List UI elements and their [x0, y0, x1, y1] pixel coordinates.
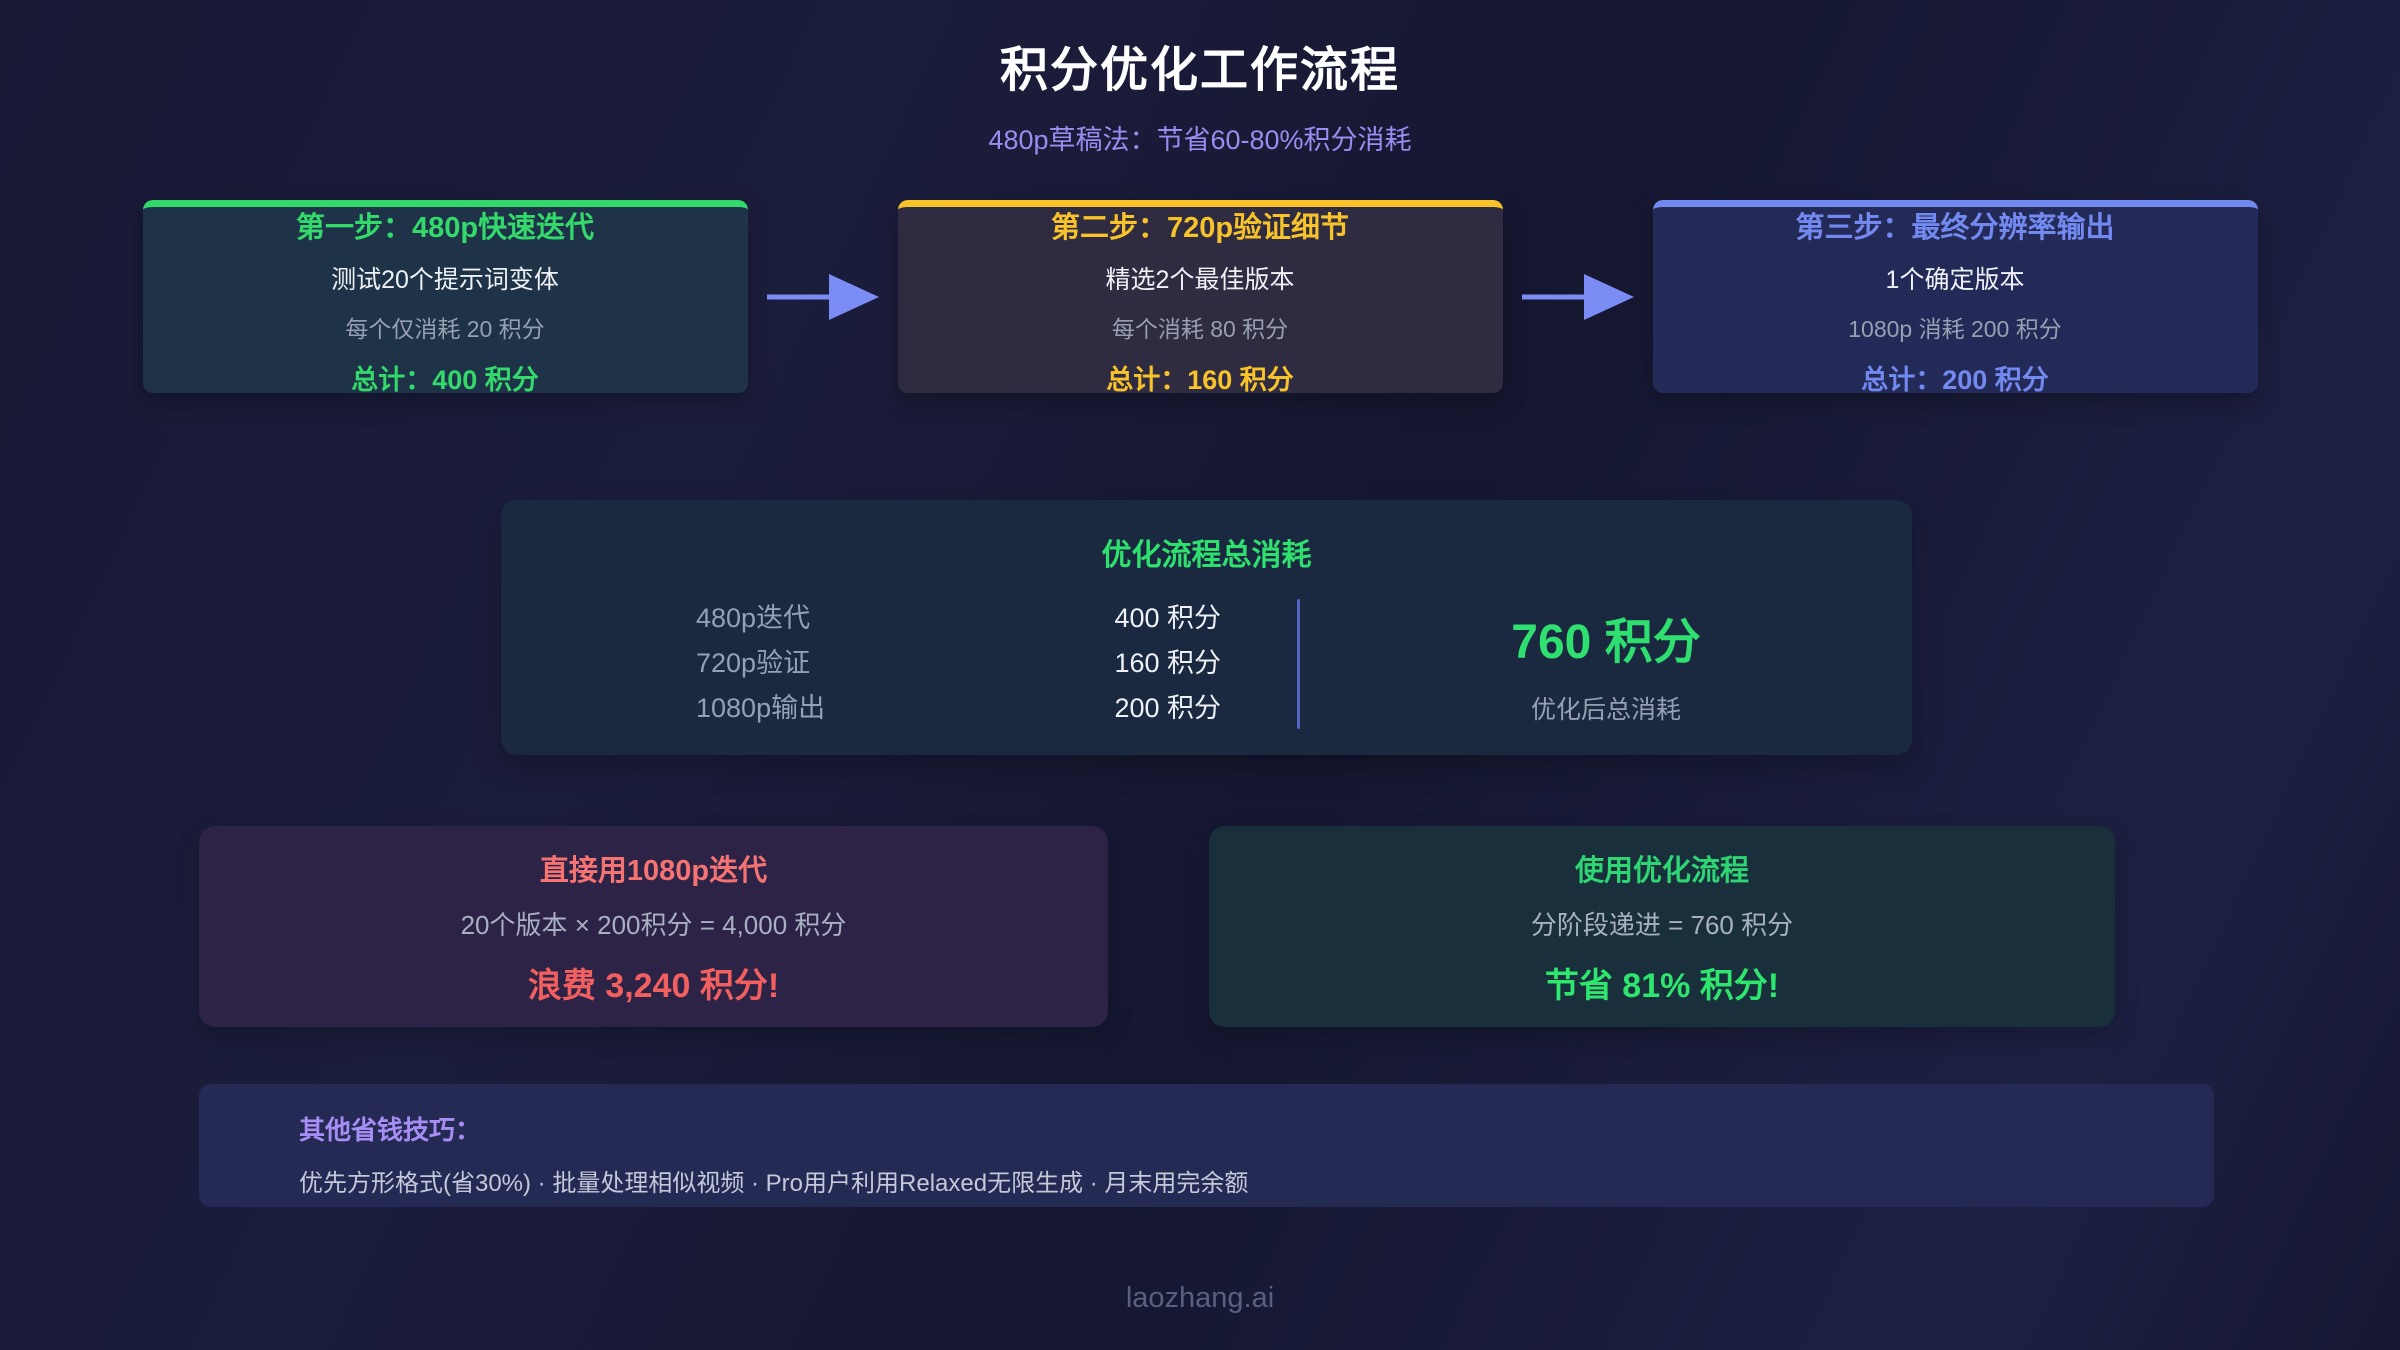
arrow-gap-1: [748, 200, 898, 393]
footer-brand: laozhang.ai: [1125, 1282, 1275, 1314]
comparison-good-title: 使用优化流程: [1574, 854, 1749, 887]
tips-text: 优先方形格式(省30%) · 批量处理相似视频 · Pro用户利用Relaxed…: [299, 1170, 1249, 1197]
comparison-bad-result: 浪费 3,240 积分!: [527, 966, 780, 1005]
summary-title: 优化流程总消耗: [1101, 539, 1312, 572]
summary-table: 480p迭代 400 积分 720p验证 160 积分 1080p输出 200 …: [696, 596, 1221, 731]
summary-card: 优化流程总消耗 480p迭代 400 积分 720p验证 160 积分 1080…: [501, 500, 1912, 755]
summary-total: 760 积分 优化后总消耗: [1300, 602, 1912, 726]
comparison-card-direct-1080p: 直接用1080p迭代 20个版本 × 200积分 = 4,000 积分 浪费 3…: [199, 826, 1108, 1027]
step-3-title: 第三步：最终分辨率输出: [1795, 211, 2115, 244]
summary-body: 480p迭代 400 积分 720p验证 160 积分 1080p输出 200 …: [501, 596, 1912, 731]
workflow-steps-row: 第一步：480p快速迭代 测试20个提示词变体 每个仅消耗 20 积分 总计：4…: [0, 200, 2400, 395]
summary-row-480p: 480p迭代 400 积分: [696, 596, 1221, 641]
comparison-card-optimized: 使用优化流程 分阶段递进 = 760 积分 节省 81% 积分!: [1209, 826, 2115, 1027]
summary-total-value: 760 积分: [1511, 615, 1701, 669]
summary-row-value: 160 积分: [1114, 648, 1221, 678]
right-arrow-icon: [1521, 273, 1634, 320]
vertical-divider: [1297, 598, 1300, 729]
step-3-total: 总计：200 积分: [1861, 364, 2049, 395]
step-1-line1: 测试20个提示词变体: [331, 265, 559, 294]
comparison-good-detail: 分阶段递进 = 760 积分: [1530, 909, 1794, 940]
summary-row-label: 1080p输出: [696, 693, 826, 723]
step-3-line2: 1080p 消耗 200 积分: [1848, 315, 2062, 342]
summary-row-value: 200 积分: [1114, 693, 1221, 723]
header: 积分优化工作流程 480p草稿法：节省60-80%积分消耗: [0, 30, 2400, 157]
summary-row-720p: 720p验证 160 积分: [696, 641, 1221, 686]
summary-total-label: 优化后总消耗: [1530, 695, 1681, 724]
step-card-3: 第三步：最终分辨率输出 1个确定版本 1080p 消耗 200 积分 总计：20…: [1652, 200, 2258, 395]
summary-row-value: 400 积分: [1114, 603, 1221, 633]
comparison-bad-detail: 20个版本 × 200积分 = 4,000 积分: [460, 909, 847, 940]
step-2-title: 第二步：720p验证细节: [1050, 211, 1350, 244]
step-1-total: 总计：400 积分: [351, 364, 539, 395]
comparison-bad-title: 直接用1080p迭代: [539, 854, 768, 887]
step-2-total: 总计：160 积分: [1106, 364, 1294, 395]
right-arrow-icon: [766, 273, 879, 320]
summary-row-1080p: 1080p输出 200 积分: [696, 686, 1221, 731]
summary-row-label: 720p验证: [696, 648, 811, 678]
page-subtitle: 480p草稿法：节省60-80%积分消耗: [988, 125, 1412, 155]
step-2-line1: 精选2个最佳版本: [1105, 265, 1295, 294]
arrow-gap-2: [1503, 200, 1653, 393]
step-1-title: 第一步：480p快速迭代: [295, 211, 595, 244]
summary-row-label: 480p迭代: [696, 603, 811, 633]
tips-bar: 其他省钱技巧： 优先方形格式(省30%) · 批量处理相似视频 · Pro用户利…: [199, 1084, 2214, 1207]
comparison-good-result: 节省 81% 积分!: [1544, 966, 1780, 1005]
page-title: 积分优化工作流程: [999, 44, 1400, 97]
step-1-line2: 每个仅消耗 20 积分: [345, 315, 545, 342]
step-card-1: 第一步：480p快速迭代 测试20个提示词变体 每个仅消耗 20 积分 总计：4…: [142, 200, 748, 395]
step-3-line1: 1个确定版本: [1885, 265, 2025, 294]
step-2-line2: 每个消耗 80 积分: [1111, 315, 1289, 342]
tips-label: 其他省钱技巧：: [299, 1115, 482, 1145]
step-card-2: 第二步：720p验证细节 精选2个最佳版本 每个消耗 80 积分 总计：160 …: [897, 200, 1503, 395]
